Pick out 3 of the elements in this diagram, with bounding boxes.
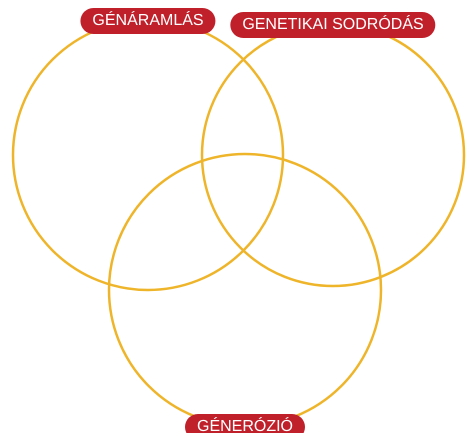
category-label: GENETIKAI SODRÓDÁS	[230, 12, 436, 38]
category-label: GÉNERÓZIÓ	[185, 414, 305, 433]
category-label: GÉNÁRAMLÁS	[80, 8, 216, 34]
